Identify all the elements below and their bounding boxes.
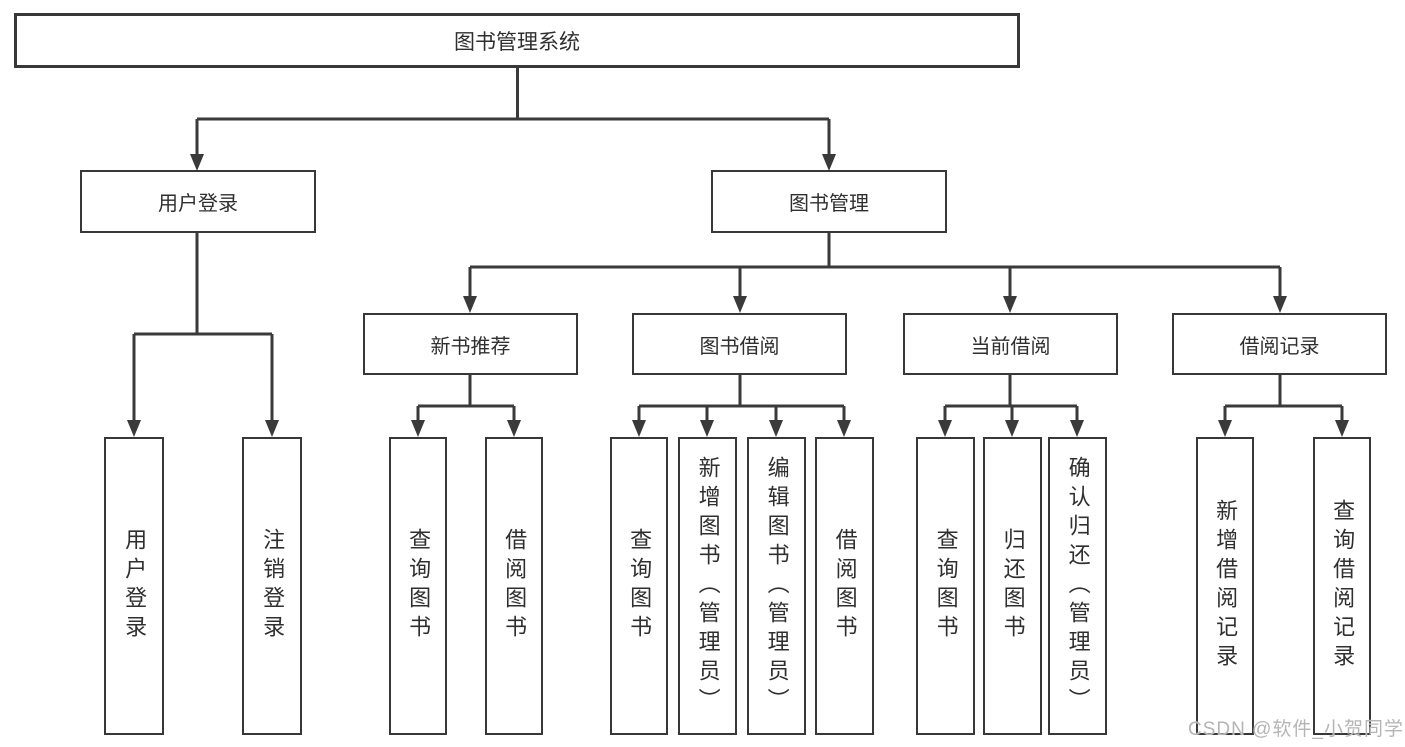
arrowhead-icon (822, 154, 836, 171)
wire-borrow-to-leaves (637, 375, 846, 421)
csdn-watermark: CSDN @软件_小贺同学 (1188, 719, 1404, 740)
node-borrowing-records: 借阅记录 (1172, 313, 1387, 375)
leaf-return-books: 归还图书 (983, 437, 1042, 735)
node-label: 查询借阅记录 (1330, 499, 1356, 673)
wire-newbook-to-leaves (416, 375, 516, 421)
wire-mgmt-to-level3 (468, 233, 1282, 297)
leaf-query-books-borrow: 查询图书 (610, 437, 668, 735)
node-label: 图书借阅 (699, 335, 780, 358)
arrowhead-icon (127, 420, 141, 437)
arrowhead-icon (265, 420, 279, 437)
node-label: 新增借阅记录 (1213, 499, 1239, 673)
leaf-query-books-current: 查询图书 (916, 437, 975, 735)
node-label: 查询图书 (933, 528, 959, 644)
leaf-query-books-recommend: 查询图书 (389, 437, 447, 735)
node-label: 注销登录 (260, 528, 286, 644)
node-new-book-recommend: 新书推荐 (363, 313, 578, 375)
arrowhead-icon (1003, 296, 1017, 313)
arrowhead-icon (1273, 296, 1287, 313)
leaf-add-books-admin: 新增图书（管理员） (678, 437, 737, 735)
node-label: 图书管理 (789, 193, 869, 215)
arrowhead-icon (733, 296, 747, 313)
arrowhead-icon (938, 420, 952, 437)
wire-record-to-leaves (1223, 375, 1344, 421)
arrowhead-icon (1218, 420, 1232, 437)
arrowhead-icon (837, 420, 851, 437)
node-label: 查询图书 (627, 528, 653, 644)
node-label: 借阅图书 (502, 528, 528, 644)
leaf-add-borrow-record: 新增借阅记录 (1196, 437, 1254, 735)
leaf-confirm-return-admin: 确认归还（管理员） (1048, 437, 1107, 735)
arrowhead-icon (507, 420, 521, 437)
leaf-query-borrow-record: 查询借阅记录 (1313, 437, 1371, 735)
leaf-edit-books-admin: 编辑图书（管理员） (747, 437, 806, 735)
node-label: 用户登录 (122, 528, 148, 644)
leaf-borrow-books-recommend: 借阅图书 (485, 437, 543, 735)
node-label: 用户登录 (158, 193, 238, 215)
arrowhead-icon (1335, 420, 1349, 437)
node-label: 编辑图书（管理员） (764, 455, 790, 717)
wire-login-to-leaves (132, 233, 274, 421)
arrowhead-icon (1005, 420, 1019, 437)
arrowhead-icon (190, 154, 204, 171)
arrowhead-icon (769, 420, 783, 437)
arrowhead-icon (1070, 420, 1084, 437)
node-label: 借阅记录 (1239, 335, 1320, 358)
arrowhead-icon (632, 420, 646, 437)
arrowheads (127, 154, 1349, 437)
node-current-borrowing: 当前借阅 (903, 313, 1118, 375)
wire-current-to-leaves (943, 375, 1079, 421)
node-label: 确认归还（管理员） (1065, 455, 1091, 717)
node-label: 查询图书 (406, 528, 432, 644)
node-label: 借阅图书 (832, 528, 858, 644)
wire-root-to-level2 (195, 68, 831, 155)
node-label: 归还图书 (1000, 528, 1026, 644)
arrowhead-icon (700, 420, 714, 437)
node-label: 图书管理系统 (454, 30, 580, 54)
node-user-login: 用户登录 (80, 170, 316, 233)
leaf-user-login: 用户登录 (104, 437, 164, 735)
arrowhead-icon (463, 296, 477, 313)
arrowhead-icon (411, 420, 425, 437)
node-book-management: 图书管理 (711, 170, 947, 233)
node-book-borrowing: 图书借阅 (632, 313, 847, 375)
node-label: 新书推荐 (430, 335, 511, 358)
node-library-management-system: 图书管理系统 (14, 13, 1020, 68)
leaf-borrow-books: 借阅图书 (815, 437, 874, 735)
node-label: 新增图书（管理员） (695, 455, 721, 717)
node-label: 当前借阅 (970, 335, 1051, 358)
leaf-logout: 注销登录 (242, 437, 302, 735)
